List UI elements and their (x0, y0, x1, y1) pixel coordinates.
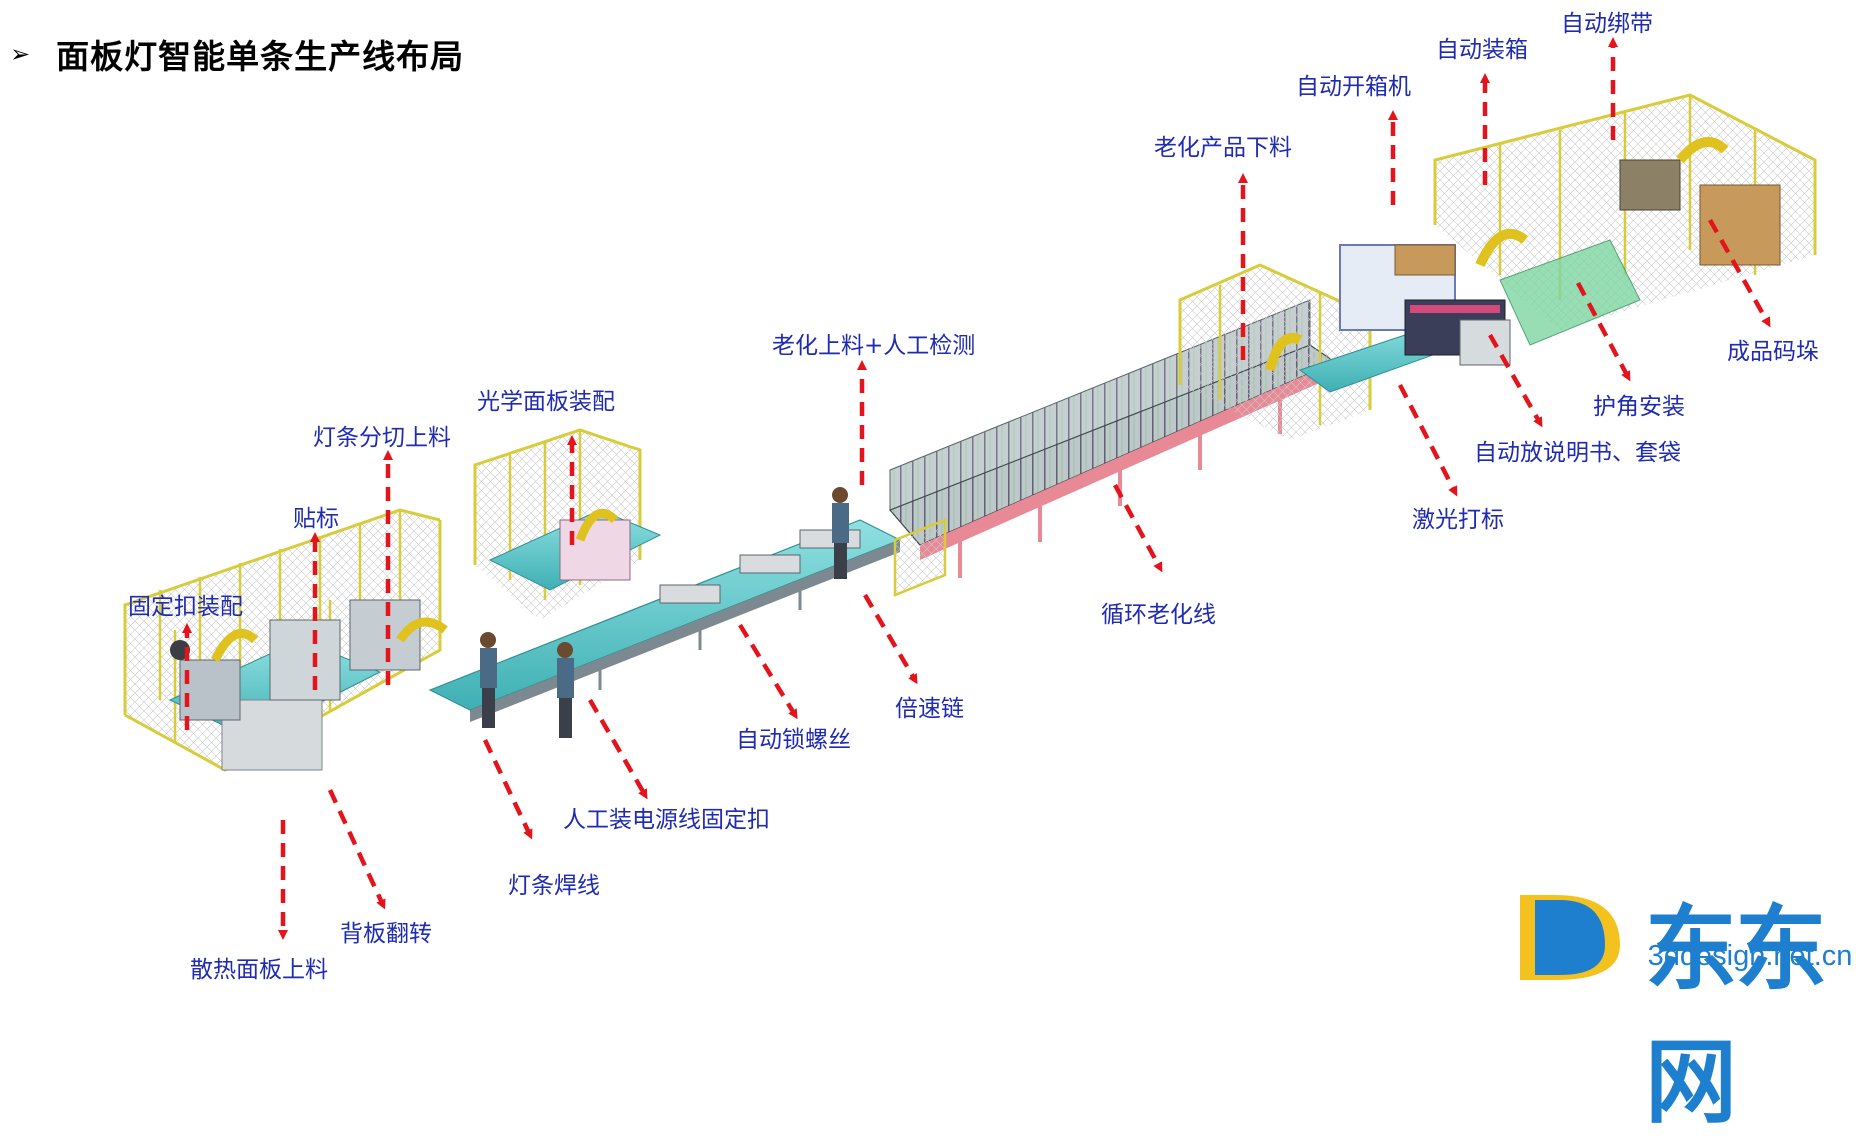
label-auto-box-opening: 自动开箱机 (1296, 74, 1411, 100)
label-clip-assembly: 固定扣装配 (128, 594, 243, 620)
label-aging-product-unloading: 老化产品下料 (1154, 135, 1292, 161)
arrow-backplate-flip (327, 789, 386, 910)
operator-figures (480, 487, 849, 738)
fenced-cell-front-loading (123, 508, 448, 772)
watermark-logo (1520, 895, 1620, 980)
fenced-cell-packing (1433, 93, 1817, 346)
label-optical-panel-assembly: 光学面板装配 (477, 389, 615, 415)
label-light-bar-cutting: 灯条分切上料 (313, 425, 451, 451)
page-title: ➢ 面板灯智能单条生产线布局 (10, 30, 464, 78)
arrow-laser-marking (1397, 383, 1458, 497)
arrow-light-bar-welding (482, 739, 533, 840)
label-heatsink-loading: 散热面板上料 (190, 957, 328, 983)
annotation-arrows (182, 37, 1771, 940)
label-auto-strapping: 自动绑带 (1561, 11, 1653, 37)
arrow-auto-screw (738, 623, 798, 720)
box-opening-machine (1339, 244, 1511, 366)
label-manual-bag: 自动放说明书、套袋 (1474, 440, 1681, 466)
label-speed-chain: 倍速链 (895, 696, 964, 722)
arrow-manual-bag (1488, 333, 1543, 428)
arrow-finished-stacking (1708, 218, 1771, 328)
label-auto-packing: 自动装箱 (1436, 37, 1528, 63)
title-text: 面板灯智能单条生产线布局 (56, 37, 465, 76)
label-corner-install: 护角安装 (1593, 394, 1685, 420)
arrow-cyclic-aging-line (1113, 483, 1163, 573)
watermark-brand: 东东网 (1645, 896, 1827, 1136)
fenced-cell-optical-assembly (473, 428, 662, 620)
label-cyclic-aging-line: 循环老化线 (1101, 602, 1216, 628)
watermark-site: 3ddesign.net.cn (1647, 940, 1853, 972)
title-bullet-icon: ➢ (10, 40, 31, 68)
label-finished-stacking: 成品码垛 (1727, 339, 1819, 365)
label-aging-loading-inspection: 老化上料+人工检测 (772, 333, 976, 359)
label-auto-screw: 自动锁螺丝 (736, 727, 851, 753)
label-labeling: 贴标 (293, 506, 339, 532)
label-backplate-flip: 背板翻转 (340, 921, 432, 947)
label-light-bar-welding: 灯条焊线 (508, 873, 600, 899)
label-manual-power-clip: 人工装电源线固定扣 (563, 807, 770, 833)
label-laser-marking: 激光打标 (1412, 507, 1504, 533)
production-line-diagram (123, 37, 1817, 980)
arrow-corner-install (1576, 281, 1631, 382)
arrow-speed-chain (863, 593, 918, 685)
machine-illustration (123, 93, 1817, 772)
arrow-manual-power-clip (588, 698, 648, 800)
